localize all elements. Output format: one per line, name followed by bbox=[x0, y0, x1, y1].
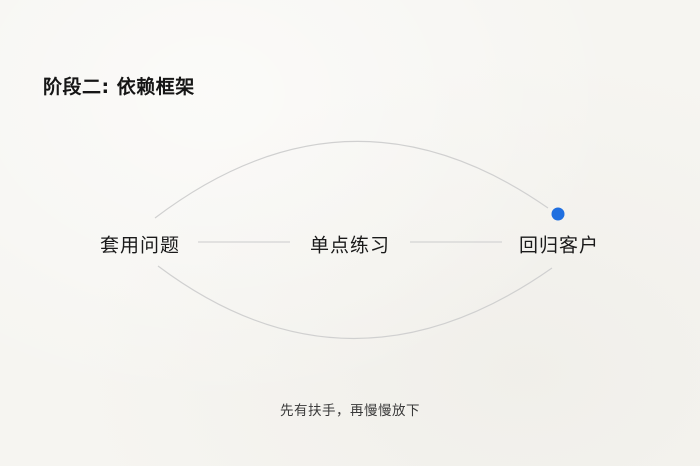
node-middle-label: 单点练习 bbox=[309, 234, 391, 257]
progress-marker-icon bbox=[551, 207, 565, 221]
upper-arc bbox=[154, 140, 549, 219]
lower-arc bbox=[157, 265, 553, 340]
node-right-label: 回归客户 bbox=[518, 234, 600, 257]
caption: 先有扶手，再慢慢放下 bbox=[280, 403, 420, 419]
page-title: 阶段二: 依赖框架 bbox=[43, 76, 195, 98]
node-left-label: 套用问题 bbox=[99, 234, 181, 257]
